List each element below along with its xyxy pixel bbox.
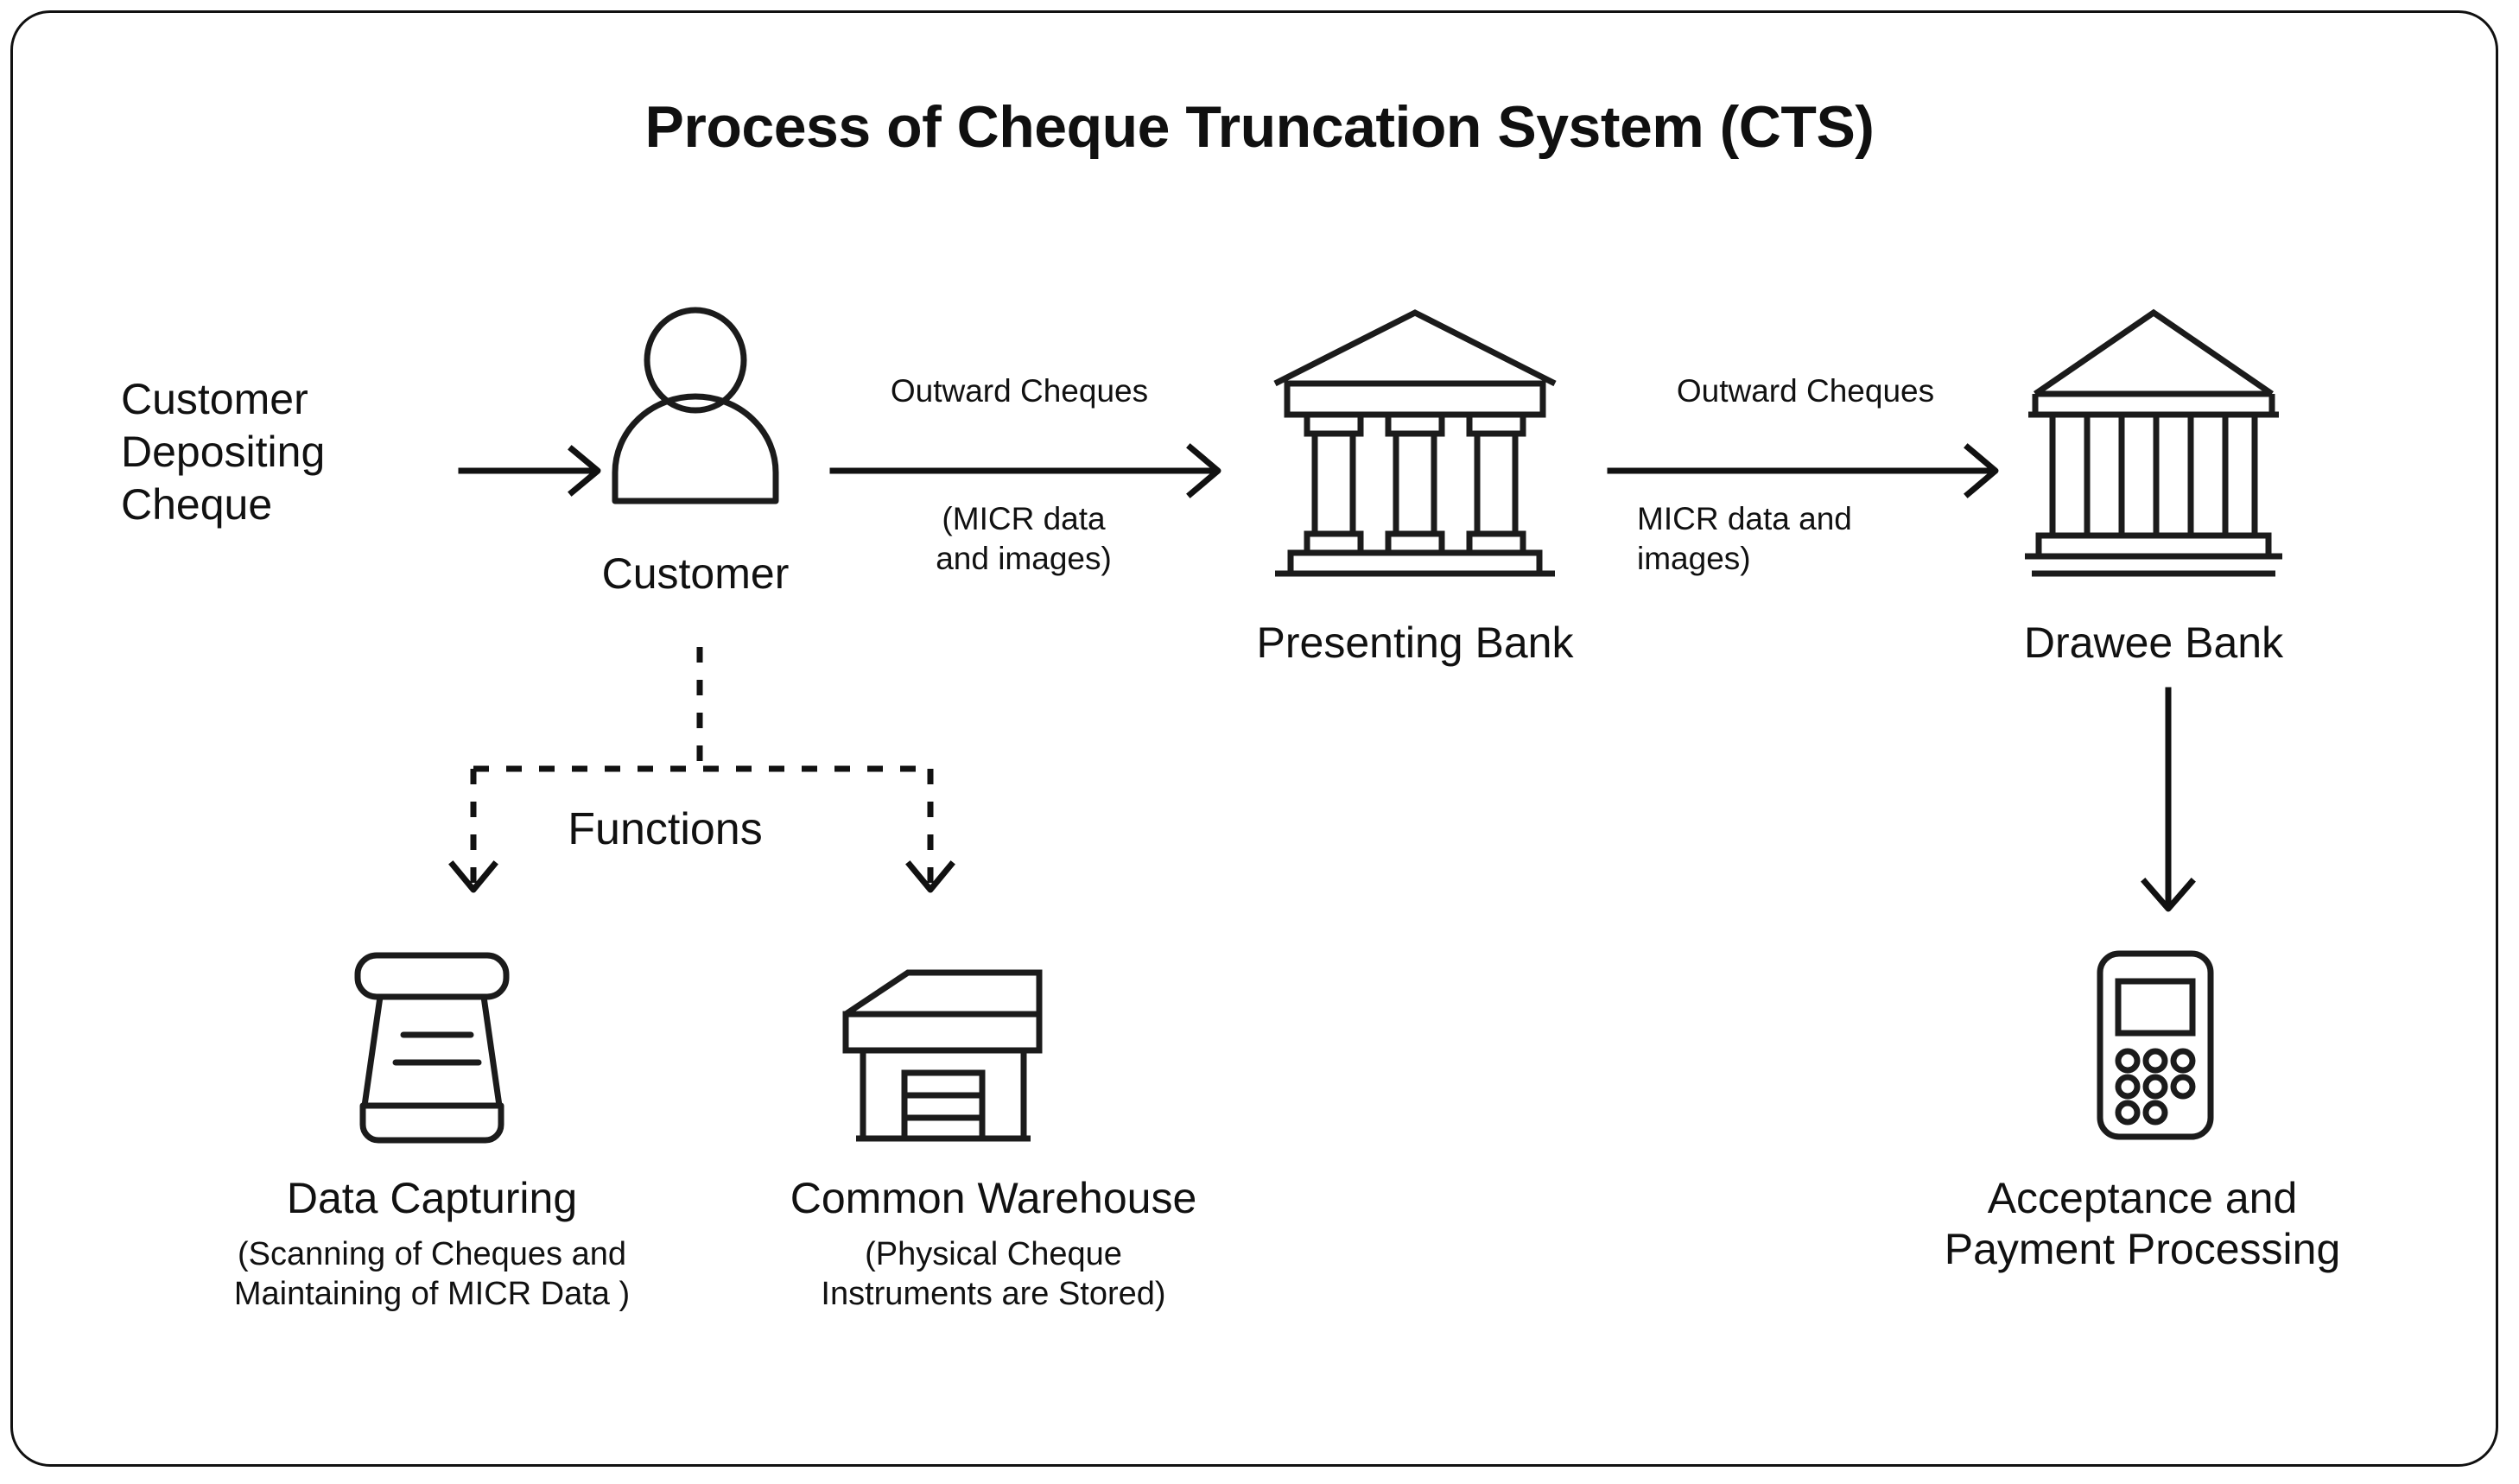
customer-deposit-label: Customer Depositing Cheque [121, 375, 326, 529]
drawee-bank-label: Drawee Bank [2023, 618, 2284, 667]
warehouse-icon [842, 969, 1043, 1142]
edge-sublabel-micr-2: MICR data and images) [1637, 501, 1852, 577]
data-capturing-label: Data Capturing [286, 1174, 578, 1222]
data-capturing-sublabel: (Scanning of Cheques and Maintaining of … [233, 1236, 631, 1312]
edge-label-outward-cheques-2: Outward Cheques [1676, 373, 1935, 409]
scanner-icon [354, 952, 510, 1144]
payment-terminal-icon [2097, 950, 2214, 1140]
arrow-customer-to-presenting-bank [829, 443, 1221, 498]
common-warehouse-label: Common Warehouse [790, 1174, 1197, 1222]
edge-sublabel-micr-1: (MICR data and images) [936, 501, 1112, 577]
arrow-deposit-to-customer [458, 445, 601, 497]
functions-label: Functions [568, 804, 763, 854]
bank-building-icon-presenting [1273, 309, 1557, 577]
arrow-drawee-to-acceptance [2141, 687, 2196, 912]
page-title: Process of Cheque Truncation System (CTS… [644, 94, 1875, 160]
customer-label: Customer [601, 549, 790, 598]
edge-label-outward-cheques-1: Outward Cheques [890, 373, 1149, 409]
bank-building-icon-drawee [2025, 308, 2282, 577]
presenting-bank-label: Presenting Bank [1256, 618, 1574, 667]
arrow-presenting-to-drawee-bank [1607, 443, 1999, 498]
acceptance-payment-label: Acceptance and Payment Processing [1944, 1174, 2341, 1273]
dashed-branch-functions [448, 647, 955, 893]
common-warehouse-sublabel: (Physical Cheque Instruments are Stored) [821, 1236, 1166, 1312]
person-icon [612, 307, 779, 504]
